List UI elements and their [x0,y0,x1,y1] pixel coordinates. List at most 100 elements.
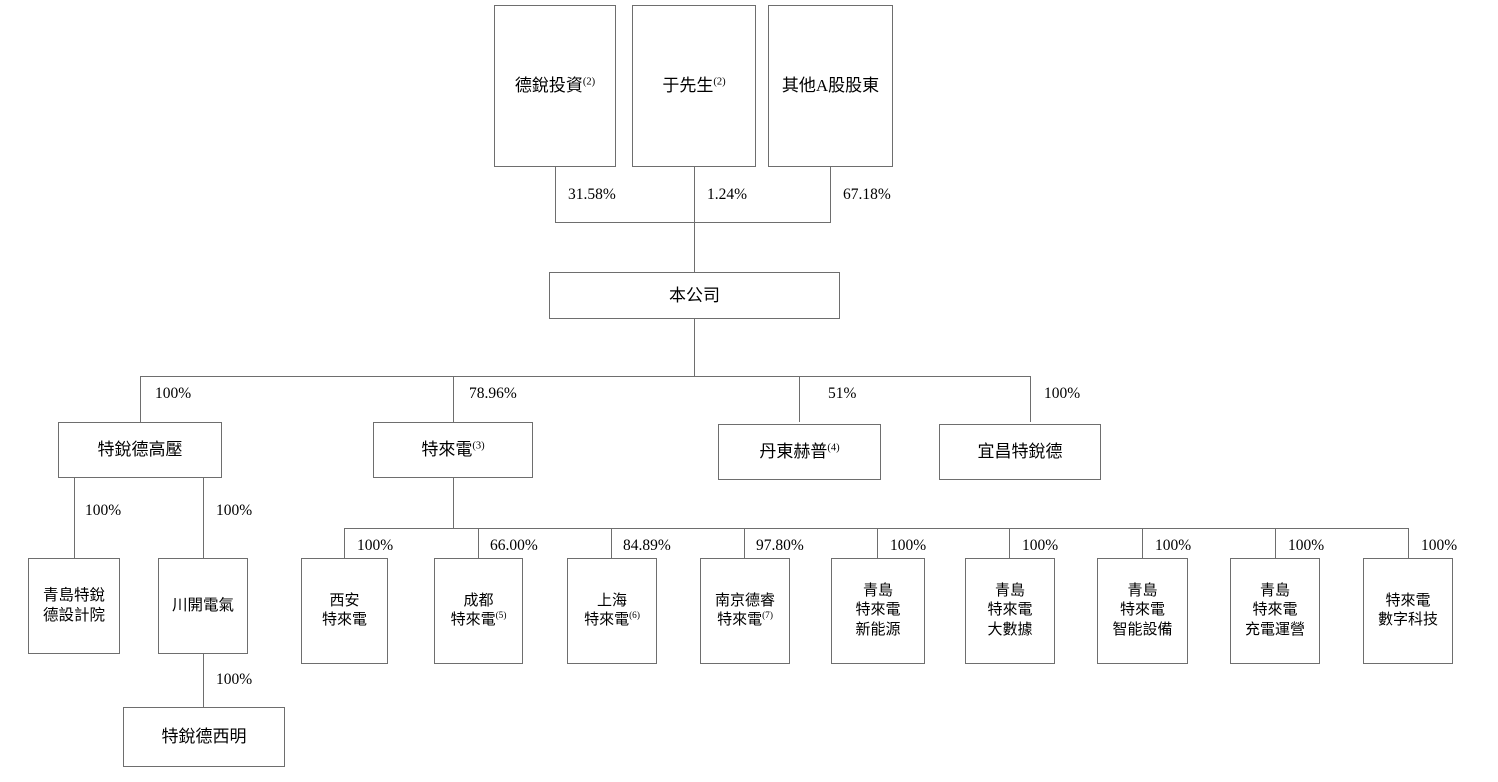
connector-xian-stem [344,528,345,558]
node-label: 青島特銳德設計院 [41,586,107,626]
node-qingdao-new-energy[interactable]: 青島特來電新能源 [831,558,925,664]
node-text: 宜昌特銳德 [977,442,1063,462]
node-text: 德銳投資 [514,76,583,96]
node-text-line3: 大數據 [987,621,1033,638]
node-text-line2: 特來電 [987,602,1033,619]
connector-dandong-hepu-stem [799,376,800,422]
connector-big-data-stem [1009,528,1010,558]
node-text-line2: 特來電 [1252,602,1298,619]
node-text-line1: 成都 [463,592,494,609]
node-yichang-terui[interactable]: 宜昌特銳德 [939,424,1101,480]
node-text-line1: 青島 [1127,583,1158,600]
stake-dandong-hepu: 51% [828,385,857,402]
node-other-a-share-holders[interactable]: 其他A股股東 [768,5,893,167]
connector-chengdu-stem [478,528,479,558]
stake-high-voltage: 100% [155,385,192,402]
node-text-line1: 青島 [1259,583,1290,600]
node-terui-high-voltage[interactable]: 特銳德高壓 [58,422,222,478]
stake-other-a-share: 67.18% [843,186,891,203]
node-text-line1: 特來電 [1385,592,1431,609]
node-label: 上海特來電(6) [582,592,642,630]
connector-charging-ops-stem [1275,528,1276,558]
node-label: 特來電(3) [419,439,486,461]
node-qingdao-design-institute[interactable]: 青島特銳德設計院 [28,558,120,654]
connector-level1-bus [140,376,1030,377]
connector-derui-stem [555,167,556,222]
node-xian-telaidian[interactable]: 西安特來電 [301,558,388,664]
node-text-line1: 南京德睿 [714,592,775,609]
stake-terui-ximing: 100% [216,671,253,688]
node-shanghai-telaidian[interactable]: 上海特來電(6) [567,558,657,664]
node-text-line2: 特來電 [717,612,763,628]
node-text-line1: 青島特銳 [42,587,105,605]
stake-nanjing: 97.80% [756,537,804,554]
stake-new-energy: 100% [890,537,927,554]
stake-big-data: 100% [1022,537,1059,554]
node-label: 德銳投資(2) [513,75,597,97]
connector-mr-yu-stem [694,167,695,222]
node-text: 本公司 [669,285,720,305]
stake-smart-equipment: 100% [1155,537,1192,554]
node-text-line2: 特來電 [1119,602,1165,619]
stake-xian: 100% [357,537,394,554]
node-text-line1: 上海 [596,592,627,609]
connector-design-institute-stem [74,478,75,558]
node-qingdao-charging-ops[interactable]: 青島特來電充電運營 [1230,558,1320,664]
node-text: 特銳德高壓 [97,440,183,460]
node-text-line2: 數字科技 [1377,612,1438,628]
node-telaidian[interactable]: 特來電(3) [373,422,533,478]
stake-mr-yu: 1.24% [707,186,748,203]
stake-design-institute: 100% [85,502,122,519]
node-the-company[interactable]: 本公司 [549,272,840,319]
connector-shanghai-stem [611,528,612,558]
stake-yichang: 100% [1044,385,1081,402]
node-label: 其他A股股東 [780,75,881,97]
node-derui-investment[interactable]: 德銳投資(2) [494,5,616,167]
stake-charging-ops: 100% [1288,537,1325,554]
connector-smart-equipment-stem [1142,528,1143,558]
node-chuankai-electric[interactable]: 川開電氣 [158,558,248,654]
node-telaidian-digital[interactable]: 特來電數字科技 [1363,558,1453,664]
node-label: 青島特來電智能設備 [1110,582,1174,640]
node-text: 特銳德西明 [161,727,247,747]
node-text: 丹東赫普 [759,442,828,462]
stake-shanghai: 84.89% [623,537,671,554]
footnote-marker: (2) [713,76,726,88]
node-label: 特銳德高壓 [96,439,185,461]
node-label: 成都特來電(5) [449,592,509,630]
node-text-line2: 特來電 [450,612,496,628]
node-label: 南京德睿特來電(7) [713,592,777,630]
node-text-line3: 新能源 [855,621,901,638]
node-qingdao-big-data[interactable]: 青島特來電大數據 [965,558,1055,664]
node-mr-yu[interactable]: 于先生(2) [632,5,756,167]
node-chengdu-telaidian[interactable]: 成都特來電(5) [434,558,523,664]
footnote-marker: (6) [629,611,640,621]
node-label: 西安特來電 [320,592,369,630]
connector-telaidian-stem [453,376,454,422]
node-text: 川開電氣 [171,597,234,615]
node-label: 青島特來電大數據 [985,582,1034,640]
connector-high-voltage-stem [140,376,141,422]
node-text-line1: 青島 [994,583,1025,600]
footnote-marker: (4) [827,442,840,454]
node-terui-ximing[interactable]: 特銳德西明 [123,707,285,767]
node-label: 特來電數字科技 [1376,592,1440,630]
node-dandong-hepu[interactable]: 丹東赫普(4) [718,424,881,480]
node-qingdao-smart-equipment[interactable]: 青島特來電智能設備 [1097,558,1188,664]
connector-telaidian-down-stem [453,478,454,528]
connector-other-a-share-stem [830,167,831,222]
connector-company-stem [694,319,695,376]
connector-digital-stem [1408,528,1409,558]
footnote-marker: (2) [582,76,596,88]
node-label: 于先生(2) [660,75,727,97]
node-text-line2: 德設計院 [42,607,105,624]
footnote-marker: (3) [472,440,485,452]
node-text-line2: 特來電 [321,612,367,628]
node-label: 宜昌特銳德 [976,441,1065,463]
node-text-line1: 西安 [329,592,360,609]
node-nanjing-derui-telaidian[interactable]: 南京德睿特來電(7) [700,558,790,664]
node-text-line3: 充電運營 [1244,621,1305,638]
stake-derui: 31.58% [568,186,616,203]
connector-yichang-stem [1030,376,1031,422]
